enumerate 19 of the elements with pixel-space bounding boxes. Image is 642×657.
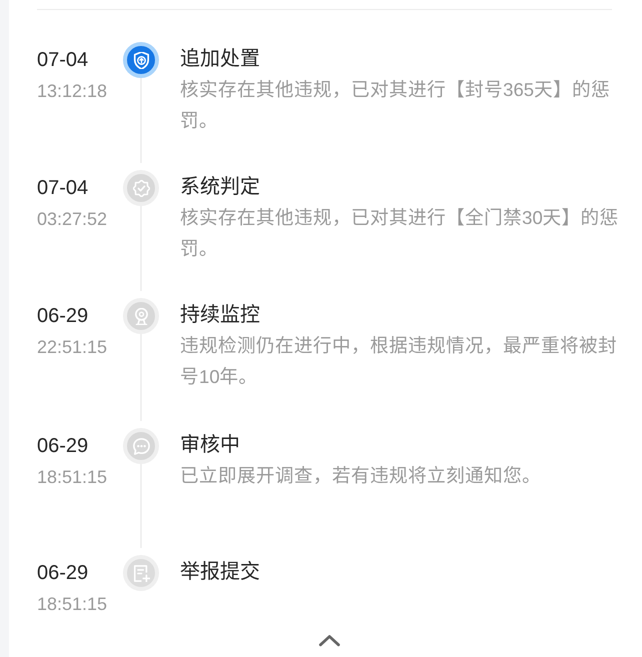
time-label: 22:51:15	[37, 336, 108, 359]
step-title: 追加处置	[180, 47, 260, 71]
time-label: 13:12:18	[37, 80, 108, 103]
step-title: 持续监控	[180, 303, 260, 327]
date-label: 06-29	[37, 434, 88, 458]
step-title: 审核中	[180, 433, 240, 457]
date-label: 07-04	[37, 48, 88, 72]
date-label: 06-29	[37, 561, 88, 585]
time-label: 18:51:15	[37, 466, 108, 489]
step-description: 已立即展开调查，若有违规将立刻通知您。	[180, 464, 542, 488]
time-label: 18:51:15	[37, 593, 108, 616]
step-title: 举报提交	[180, 560, 260, 584]
date-label: 07-04	[37, 176, 88, 200]
time-label: 03:27:52	[37, 208, 108, 231]
date-label: 06-29	[37, 304, 88, 328]
step-description: 核实存在其他违规，已对其进行【封号365天】的惩罚。	[180, 78, 612, 133]
step-title: 系统判定	[180, 175, 260, 199]
step-description: 核实存在其他违规，已对其进行【全门禁30天】的惩罚。	[180, 206, 620, 261]
step-description: 违规检测仍在进行中，根据违规情况，最严重将被封号10年。	[180, 334, 618, 389]
